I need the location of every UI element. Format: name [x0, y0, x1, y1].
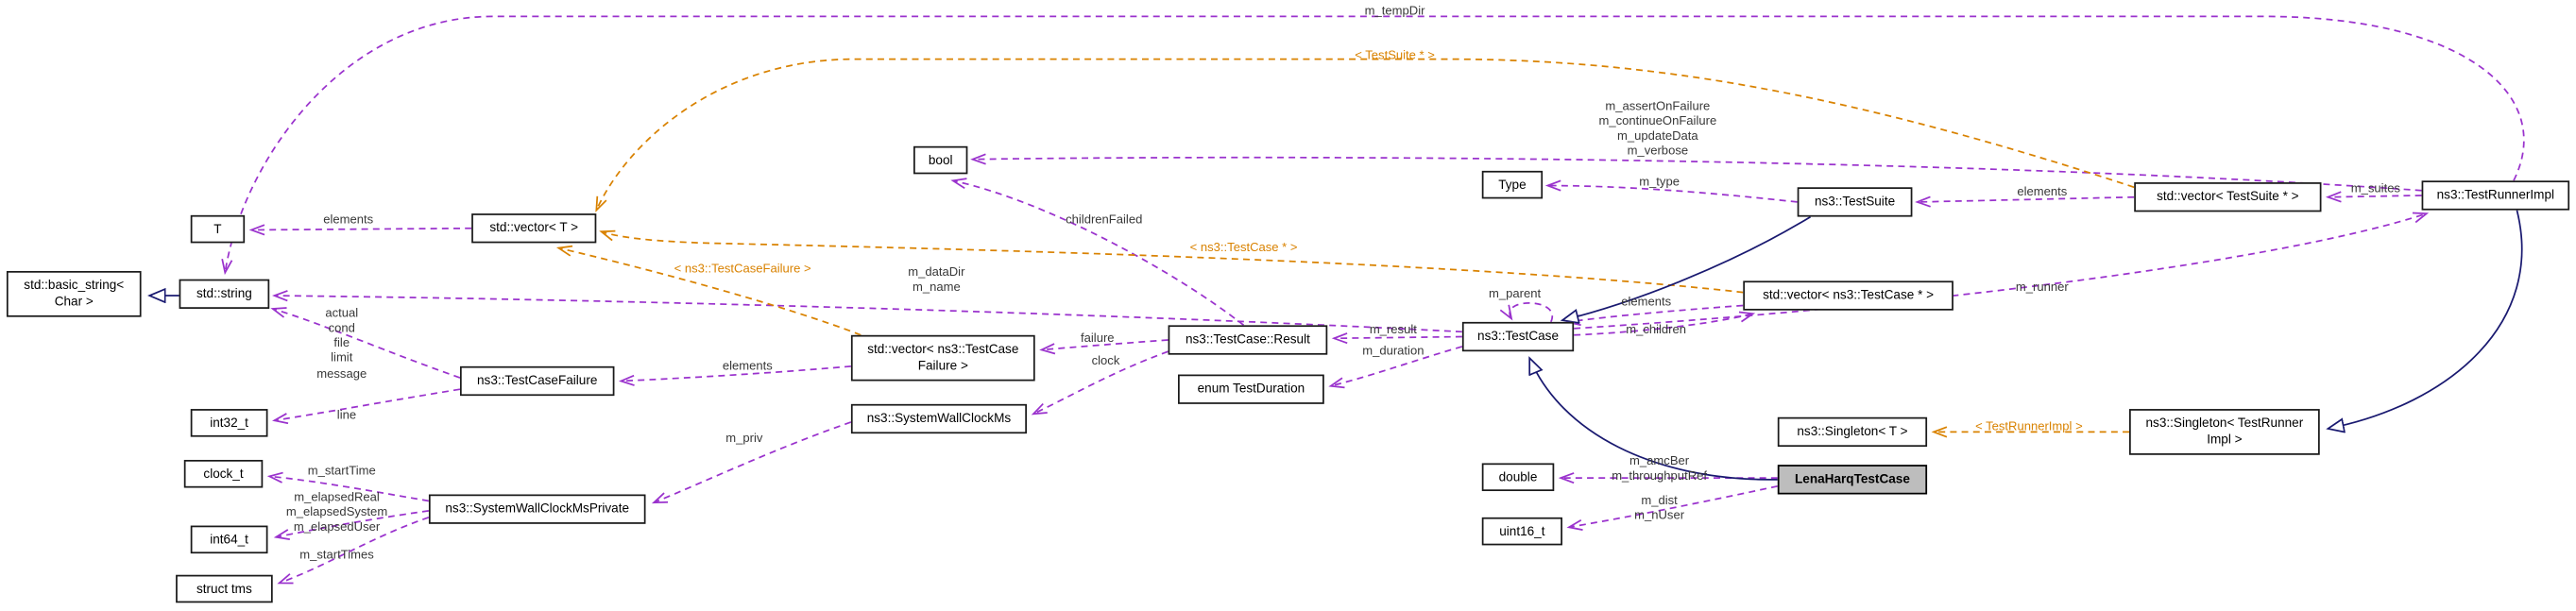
edge-elements-t [248, 224, 472, 236]
node-std-vector-t: std::vector< T > [471, 213, 597, 244]
edge-label-lena-uint16-members: m_dist m_nUser [1634, 492, 1685, 523]
edge-failure-strings [270, 307, 461, 379]
edge-m-starttimes [277, 517, 430, 585]
edge-childrenfailed [950, 178, 1245, 327]
edge-label-testcase-string-members: m_dataDir m_name [908, 264, 965, 295]
node-ns3-systemwallclockms[interactable]: ns3::SystemWallClockMs [850, 403, 1027, 434]
edge-m-starttime [266, 471, 430, 502]
node-std-vector-testcase: std::vector< ns3::TestCase * > [1743, 280, 1953, 311]
edge-label-failure: failure [1081, 330, 1115, 346]
node-double: double [1481, 463, 1555, 492]
edge-label-m-starttimes: m_startTimes [299, 547, 374, 562]
edge-label-clock: clock [1091, 352, 1120, 368]
edge-elements-failures [618, 365, 851, 386]
edge-label-elapsed-members: m_elapsedReal m_elapsedSystem m_elapsedU… [285, 489, 388, 535]
node-struct-tms: struct tms [176, 574, 273, 603]
edge-template-testcasefailure [555, 245, 862, 336]
node-ns3-systemwallclockmsprivate[interactable]: ns3::SystemWallClockMsPrivate [428, 494, 646, 524]
edge-dist-nuser [1566, 484, 1778, 531]
node-type: Type [1481, 170, 1544, 199]
edge-m-runner [1574, 212, 2430, 330]
node-std-vector-testcasefailure: std::vector< ns3::TestCase Failure > [850, 334, 1035, 382]
edge-inherit-testsuite-testcase [1562, 215, 1812, 321]
edge-label-template-testcase: < ns3::TestCase * > [1189, 239, 1298, 255]
edge-label-m-type: m_type [1639, 174, 1680, 190]
edge-m-name [271, 290, 1462, 333]
node-std-basic-string: std::basic_string< Char > [6, 270, 142, 317]
edge-inherit-runner-singleton [2328, 210, 2523, 429]
edge-label-m-result: m_result [1369, 321, 1417, 337]
edge-label-m-suites: m_suites [2350, 180, 2400, 195]
edge-label-runner-bool-members: m_assertOnFailure m_continueOnFailure m_… [1598, 98, 1717, 159]
edge-m-type [1544, 179, 1798, 203]
edge-label-line: line [336, 407, 357, 422]
edge-label-template-testsuite: < TestSuite * > [1355, 47, 1435, 63]
edge-elements-suites [1915, 195, 2135, 208]
edge-label-m-priv: m_priv [725, 430, 763, 446]
edge-template-testsuite [595, 58, 2135, 212]
edge-template-testcase [599, 229, 1744, 294]
edge-m-priv [651, 421, 852, 504]
node-t: T [190, 214, 246, 244]
edge-m-duration [1328, 346, 1463, 389]
node-uint16-t: uint16_t [1481, 517, 1562, 546]
edge-label-elements-t: elements [323, 212, 374, 228]
node-ns3-testcase[interactable]: ns3::TestCase [1461, 321, 1575, 352]
edge-label-m-duration: m_duration [1362, 343, 1424, 359]
node-ns3-testrunnerimpl[interactable]: ns3::TestRunnerImpl [2421, 180, 2570, 211]
edge-m-tempdir [221, 15, 2525, 276]
edge-elements-children [1564, 304, 1744, 327]
edge-label-template-testcasefailure: < ns3::TestCaseFailure > [674, 261, 811, 277]
node-bool: bool [913, 145, 968, 175]
edge-label-elements-failures: elements [722, 358, 773, 373]
edge-line [271, 388, 461, 425]
edge-m-result [1331, 332, 1462, 345]
node-ns3-singleton-t[interactable]: ns3::Singleton< T > [1777, 416, 1928, 448]
edge-label-m-children: m_children [1626, 321, 1687, 337]
node-ns3-testsuite[interactable]: ns3::TestSuite [1797, 187, 1913, 217]
edge-clock [1031, 350, 1169, 416]
node-clock-t: clock_t [183, 459, 264, 488]
edge-label-m-tempdir: m_tempDir [1364, 3, 1425, 19]
edge-label-m-starttime: m_startTime [307, 463, 376, 479]
node-ns3-singleton-testrunnerimpl[interactable]: ns3::Singleton< TestRunner Impl > [2129, 409, 2320, 455]
edge-label-elements-suites: elements [2017, 183, 2068, 199]
node-ns3-testcasefailure[interactable]: ns3::TestCaseFailure [459, 365, 615, 397]
node-int32-t: int32_t [190, 409, 268, 437]
node-int64-t: int64_t [190, 525, 268, 554]
edge-label-elements-children: elements [1621, 294, 1672, 309]
edge-label-m-parent: m_parent [1488, 285, 1542, 301]
edge-label-childrenfailed: childrenFailed [1066, 212, 1143, 228]
node-std-vector-testsuite: std::vector< TestSuite * > [2134, 182, 2322, 212]
node-std-string: std::string [179, 279, 270, 309]
edge-m-parent-selfloop [1499, 302, 1554, 323]
edge-inherit-lenaharq-testcase [1529, 358, 1778, 481]
edge-runner-bool [970, 153, 2422, 192]
node-ns3-testcase-result[interactable]: ns3::TestCase::Result [1168, 325, 1328, 355]
edge-label-failure-string-members: actual cond file limit message [316, 305, 367, 381]
edge-m-suites [2325, 191, 2422, 203]
edge-label-lena-double-members: m_amcBer m_throughputRef [1612, 453, 1707, 484]
node-enum-testduration: enum TestDuration [1178, 374, 1324, 404]
edge-label-m-runner: m_runner [2015, 279, 2069, 295]
node-lenaharqtestcase: LenaHarqTestCase [1777, 465, 1928, 495]
edge-failure [1039, 339, 1169, 355]
edge-label-template-testrunnerimpl: < TestRunnerImpl > [1975, 418, 2083, 434]
